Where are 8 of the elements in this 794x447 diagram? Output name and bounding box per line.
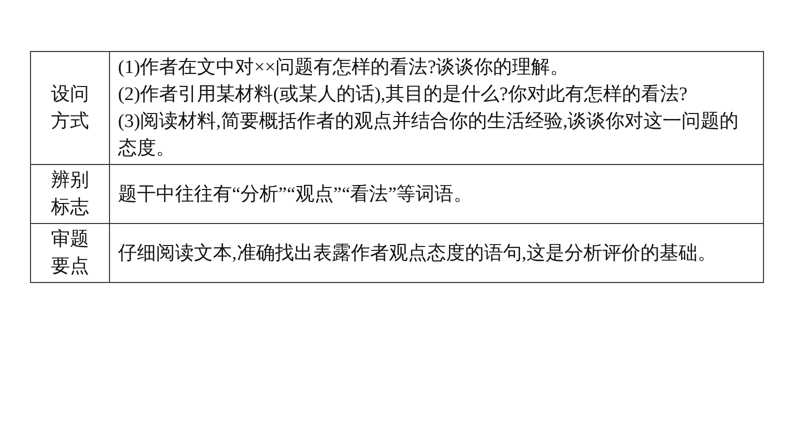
row-heading: 设问方式 <box>50 83 90 134</box>
description-text: 仔细阅读文本,准确找出表露作者观点态度的语句,这是分析评价的基础。 <box>118 242 718 266</box>
question-item: (2)作者引用某材料(或某人的话),其目的是什么?你对此有怎样的看法? <box>118 83 688 107</box>
row-heading: 辨别标志 <box>50 169 90 220</box>
row-heading: 审题要点 <box>50 228 90 279</box>
description-text: 题干中往往有“分析”“观点”“看法”等词语。 <box>118 182 474 206</box>
question-item: (3)阅读材料,简要概括作者的观点并结合你的生活经验,谈谈你对这一问题的态度。 <box>118 110 740 161</box>
question-item: (1)作者在文中对××问题有怎样的看法?谈谈你的理解。 <box>118 56 570 80</box>
